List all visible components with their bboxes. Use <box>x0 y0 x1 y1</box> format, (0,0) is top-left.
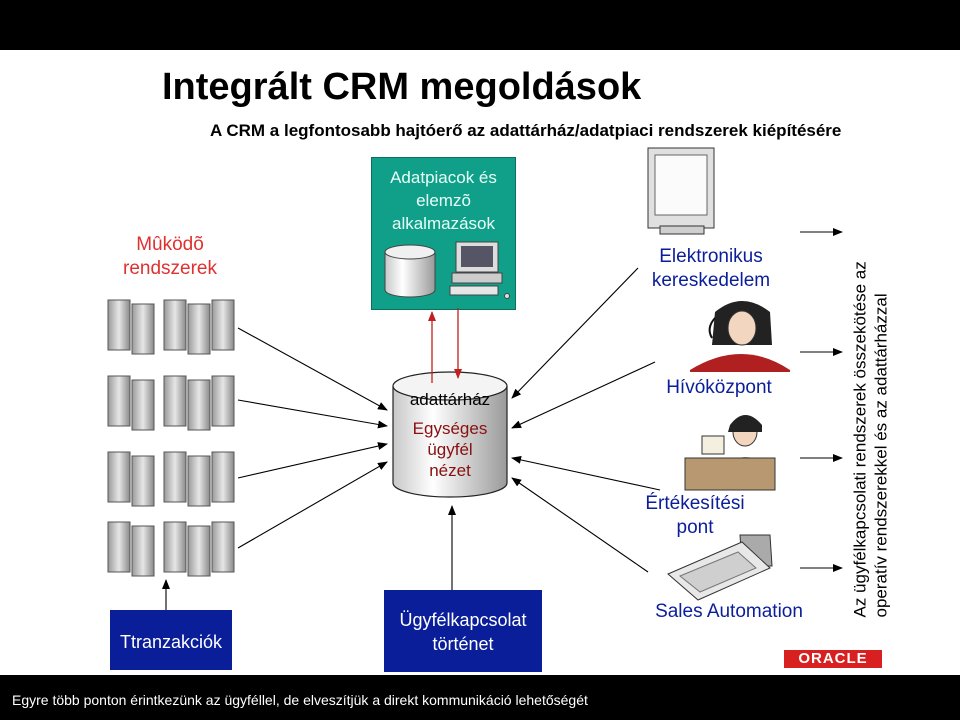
oracle-logo-text: ORACLE <box>798 650 868 667</box>
monitor-icon <box>647 147 715 235</box>
pos-line1: Értékesítési <box>645 493 745 514</box>
channel-to-warehouse-arrows <box>511 267 661 573</box>
datamart-line2: elemzõ <box>416 191 471 210</box>
unified-view-line3: nézet <box>429 461 471 480</box>
warehouse-cylinder <box>392 371 508 498</box>
operational-systems-line2: rendszerek <box>123 258 217 279</box>
footer-band <box>0 675 960 720</box>
slide-title: Integrált CRM megoldások <box>162 66 642 108</box>
ecommerce-label: Elektronikus kereskedelem <box>636 245 786 293</box>
server-to-warehouse-arrows <box>237 327 388 549</box>
datamart-line1: Adatpiacok és <box>390 168 497 187</box>
callcenter-label: Hívóközpont <box>666 377 772 398</box>
operational-systems-line1: Mûködõ <box>136 234 204 255</box>
datamart-label: Adatpiacok és elemzõ alkalmazások <box>372 166 515 235</box>
history-label: Ügyfélkapcsolat történet <box>384 608 542 656</box>
side-note-rotated: Az ügyfélkapcsolati rendszerek összeköté… <box>850 223 894 618</box>
unified-view-label: Egységes ügyfél nézet <box>393 418 507 481</box>
unified-view-line1: Egységes <box>412 419 488 438</box>
main-panel <box>0 50 960 675</box>
ecommerce-line1: Elektronikus <box>659 246 763 267</box>
oracle-logo: ORACLE <box>784 650 882 668</box>
laptop-icon <box>667 534 773 601</box>
call-agent-icon <box>690 301 790 372</box>
ecommerce-line2: kereskedelem <box>651 270 771 291</box>
top-band <box>0 0 960 50</box>
cashier-icon <box>684 415 776 491</box>
side-note-arrows <box>800 228 843 572</box>
history-line1: Ügyfélkapcsolat <box>399 610 527 630</box>
database-icon <box>384 244 436 298</box>
computer-icon <box>449 241 510 299</box>
sales-automation-label: Sales Automation <box>655 601 803 622</box>
unified-view-line2: ügyfél <box>427 440 473 459</box>
datamart-line3: alkalmazások <box>392 214 495 233</box>
side-note: Az ügyfélkapcsolati rendszerek összeköté… <box>850 222 894 617</box>
pos-label: Értékesítési pont <box>620 492 770 540</box>
server-icon <box>107 299 235 577</box>
footer-text: Egyre több ponton érintkezünk az ügyféll… <box>12 692 588 708</box>
side-note-line1: Az ügyfélkapcsolati rendszerek összeköté… <box>850 261 870 618</box>
warehouse-label: adattárház <box>409 390 491 409</box>
history-box: Ügyfélkapcsolat történet <box>384 590 542 672</box>
side-note-line2: operatív rendszerekkel és az adattárházz… <box>871 293 891 618</box>
transactions-label: Ttranzakciók <box>119 632 223 652</box>
pos-line2: pont <box>676 517 714 538</box>
history-line2: történet <box>432 634 494 654</box>
transactions-box: Ttranzakciók <box>110 610 232 670</box>
operational-systems-label: Mûködõ rendszerek <box>100 233 240 281</box>
slide-subtitle: A CRM a legfontosabb hajtóerő az adattár… <box>210 121 842 140</box>
